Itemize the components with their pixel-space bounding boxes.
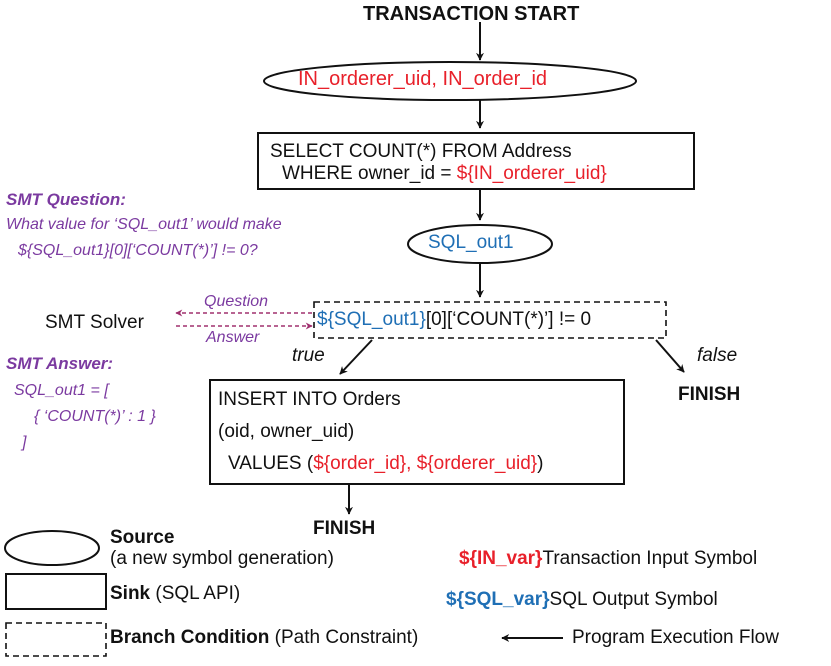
legend-sink-text: Sink (SQL API) [110, 583, 240, 605]
smt-answer-line-1: SQL_out1 = [ [14, 382, 109, 399]
branch-node [313, 301, 667, 339]
arrow-branch-true [339, 339, 373, 375]
branch-var: ${SQL_out1} [317, 309, 426, 330]
legend-in-var: ${IN_var} [459, 548, 543, 569]
sink-node-select [257, 132, 695, 190]
insert-line-3: VALUES (${order_id}, ${orderer_uid}) [228, 453, 543, 475]
legend-source-desc: (a new symbol generation) [110, 548, 334, 569]
smt-solver-label: SMT Solver [45, 312, 144, 333]
smt-question-title: SMT Question: [6, 190, 126, 209]
false-label: false [697, 345, 738, 366]
select-line-2: WHERE owner_id = ${IN_orderer_uid} [282, 163, 607, 185]
legend-branch-text: Branch Condition (Path Constraint) [110, 627, 418, 649]
finish-false-label: FINISH [678, 384, 741, 405]
branch-condition-text: ${SQL_out1}[0][‘COUNT(*)’] != 0 [317, 309, 591, 331]
smt-question-line-2: ${SQL_out1}[0][‘COUNT(*)’] != 0? [18, 242, 258, 259]
select-line-1: SELECT COUNT(*) FROM Address [270, 141, 572, 162]
select-line-2-var: ${IN_orderer_uid} [456, 163, 607, 184]
arrow-branch-false [655, 339, 685, 373]
branch-rest: [0][‘COUNT(*)’] != 0 [425, 309, 592, 330]
true-label: true [292, 345, 325, 366]
sql-out-text: SQL_out1 [428, 232, 514, 253]
legend-sql-var-desc: SQL Output Symbol [549, 589, 718, 610]
legend-source-bold: Source [110, 527, 175, 548]
smt-answer-line-3: ] [22, 434, 27, 451]
source-inputs-text: IN_orderer_uid, IN_order_id [298, 68, 548, 90]
legend-in-var-desc: Transaction Input Symbol [542, 548, 758, 569]
source-node-inputs [263, 61, 637, 101]
insert-line-3-prefix: VALUES ( [228, 453, 314, 474]
legend-sql-var-text: ${SQL_var}SQL Output Symbol [446, 589, 718, 611]
legend-sink-rect [5, 573, 107, 610]
legend-in-var-text: ${IN_var}Transaction Input Symbol [459, 548, 757, 570]
insert-line-3-suffix: ) [537, 453, 544, 474]
smt-answer-line-2: { ‘COUNT(*)’ : 1 } [34, 408, 156, 425]
legend-branch-desc: (Path Constraint) [269, 627, 419, 648]
insert-line-2: (oid, owner_uid) [218, 421, 355, 442]
legend-flow-desc: Program Execution Flow [572, 627, 779, 648]
insert-line-3-vars: ${order_id}, ${orderer_uid} [313, 453, 538, 474]
finish-true-label: FINISH [313, 518, 376, 539]
select-line-2-prefix: WHERE owner_id = [282, 163, 457, 184]
transaction-start-label: TRANSACTION START [363, 3, 580, 25]
source-node-sqlout [407, 224, 553, 264]
sink-node-insert [209, 379, 625, 485]
legend-sql-var: ${SQL_var} [446, 589, 550, 610]
legend-sink-desc: (SQL API) [150, 583, 241, 604]
legend-source-ellipse [4, 530, 100, 566]
smt-answer-arrow-label: Answer [206, 329, 260, 346]
legend-branch-bold: Branch Condition [110, 627, 270, 648]
smt-question-line-1: What value for ‘SQL_out1’ would make [6, 216, 282, 233]
smt-answer-title: SMT Answer: [6, 354, 114, 373]
insert-line-1: INSERT INTO Orders [218, 389, 401, 410]
legend-sink-bold: Sink [110, 583, 151, 604]
legend-branch-rect [5, 622, 107, 657]
smt-question-arrow-label: Question [204, 293, 269, 310]
